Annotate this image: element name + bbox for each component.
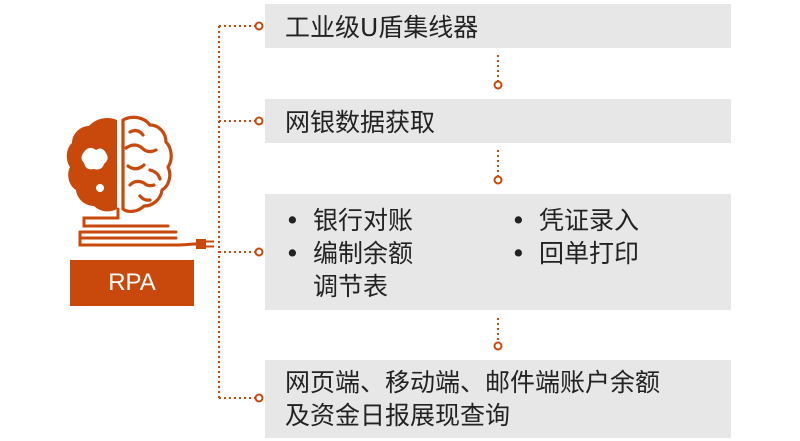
connector-nodes [254, 21, 503, 403]
brain-left-bump [81, 147, 108, 170]
node-step-2-3 [493, 175, 503, 185]
connectors [218, 25, 499, 399]
bullet-dot: • [511, 239, 526, 268]
bullet-dot: • [285, 206, 300, 235]
brain-right-hemisphere [121, 115, 173, 213]
brain-left-dot [96, 184, 104, 192]
bullet-dot: • [285, 239, 300, 268]
bullet-text: 银行对账 [313, 206, 414, 235]
item-1-text: 工业级U盾集线器 [285, 13, 479, 42]
brain-icon [66, 115, 214, 249]
bullet-column-left: • 银行对账 • 编制余额调节表 [285, 204, 425, 303]
node-item-1 [254, 21, 264, 31]
item-4-line-1: 网页端、移动端、邮件端账户余额 [285, 368, 661, 397]
bullet-column-right: • 凭证录入 • 回单打印 [511, 204, 639, 270]
item-2-text: 网银数据获取 [285, 108, 436, 137]
bullet-text: 凭证录入 [539, 206, 640, 235]
node-item-4 [254, 393, 264, 403]
bullet-dot: • [511, 206, 526, 235]
node-step-3-4 [493, 341, 503, 351]
item-box-usb-hub: 工业级U盾集线器 [265, 4, 731, 48]
bullet-item: • 银行对账 [285, 204, 425, 237]
node-item-2 [254, 116, 264, 126]
bullet-item: • 凭证录入 [511, 204, 639, 237]
brain-coil [78, 207, 198, 247]
bullet-text: 回单打印 [539, 239, 640, 268]
bullet-text: 编制余额调节表 [313, 239, 414, 301]
item-box-balance-query: 网页端、移动端、邮件端账户余额 及资金日报展现查询 [265, 360, 731, 438]
node-item-3 [254, 247, 264, 257]
rpa-badge-label: RPA [108, 269, 156, 296]
item-box-bank-data: 网银数据获取 [265, 99, 731, 143]
item-box-bullets: • 银行对账 • 编制余额调节表 • 凭证录入 • 回单打印 [265, 194, 731, 310]
rpa-badge: RPA [70, 260, 194, 306]
node-step-1-2 [493, 80, 503, 90]
plug-icon [196, 239, 214, 249]
item-4-line-2: 及资金日报展现查询 [285, 401, 511, 430]
bullet-item: • 回单打印 [511, 237, 639, 270]
bullet-item: • 编制余额调节表 [285, 237, 425, 303]
